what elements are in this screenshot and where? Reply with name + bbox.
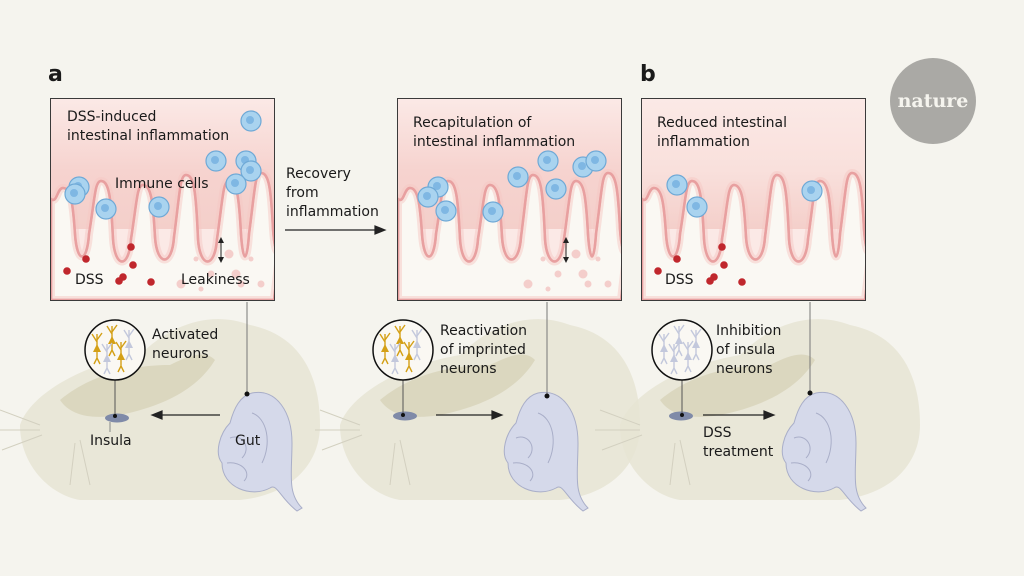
leak-particle — [176, 279, 186, 289]
dss-particle — [654, 267, 662, 275]
dss-particle — [147, 278, 155, 286]
dss-particle — [718, 243, 726, 251]
leak-particle — [595, 256, 601, 262]
inactive-neuron — [101, 342, 113, 375]
dss-particle — [673, 255, 681, 263]
inactive-neuron — [658, 332, 670, 365]
active-neuron — [115, 340, 127, 373]
dss-label-3: DSS — [665, 272, 694, 288]
gut-label: Gut — [235, 433, 261, 449]
inflammation-box-1: DSS-induced intestinal inflammation Immu… — [50, 98, 275, 301]
inactive-neuron — [673, 324, 685, 357]
insula-icon-2 — [393, 411, 417, 421]
tissue-illustration-2 — [398, 99, 621, 300]
active-neuron — [91, 332, 103, 365]
dss-particle — [115, 277, 123, 285]
inactive-neuron — [389, 342, 401, 375]
leakiness-label: Leakiness — [181, 272, 250, 288]
dss-particle — [706, 277, 714, 285]
leak-particle — [540, 256, 546, 262]
tissue-illustration-3 — [642, 99, 865, 300]
dss-particle — [738, 278, 746, 286]
leak-particle — [578, 269, 588, 279]
inflammation-box-2: Recapitulation of intestinal inflammatio… — [397, 98, 622, 301]
leak-particle — [224, 249, 234, 259]
panel-b-letter: b — [640, 62, 656, 87]
immune-cells-label: Immune cells — [115, 176, 209, 192]
leak-particle — [231, 269, 241, 279]
active-neuron — [106, 324, 118, 357]
tissue-illustration-1 — [51, 99, 274, 300]
box3-title: Reduced intestinal inflammation — [657, 115, 787, 150]
inactive-neuron — [123, 328, 135, 361]
dss-particle — [720, 261, 728, 269]
active-neuron — [379, 332, 391, 365]
activated-neurons-label: Activated neurons — [152, 327, 219, 362]
inhibition-label: Inhibition of insula neurons — [716, 323, 782, 377]
dss-particle — [127, 243, 135, 251]
leak-particle — [198, 286, 204, 292]
active-neuron — [394, 324, 406, 357]
leak-particle — [193, 256, 199, 262]
leak-particle — [571, 249, 581, 259]
leak-particle — [584, 280, 592, 288]
inactive-neuron — [411, 328, 423, 361]
leak-particle — [554, 270, 562, 278]
reactivation-label: Reactivation of imprinted neurons — [440, 323, 528, 377]
box1-title: DSS-induced intestinal inflammation — [67, 109, 230, 144]
leak-particle — [237, 280, 245, 288]
dss-particle — [63, 267, 71, 275]
insula-icon-1 — [105, 413, 129, 423]
leak-particle — [257, 280, 265, 288]
inactive-neuron — [690, 328, 702, 361]
leak-particle — [545, 286, 551, 292]
inflammation-box-3: Reduced intestinal inflammation DSS — [641, 98, 866, 301]
box2-title: Recapitulation of intestinal inflammatio… — [413, 115, 576, 150]
dss-particle — [82, 255, 90, 263]
dss-treatment-label: DSS treatment — [703, 425, 774, 460]
inactive-neuron — [668, 342, 680, 375]
panel-a-letter: a — [48, 62, 63, 87]
nature-logo: nature — [890, 58, 976, 144]
leak-particle — [248, 256, 254, 262]
insula-label: Insula — [90, 433, 132, 449]
dss-label-1: DSS — [75, 272, 104, 288]
nature-logo-text: nature — [897, 90, 969, 112]
active-neuron — [403, 340, 415, 373]
inactive-neuron — [682, 340, 694, 373]
dss-particle — [129, 261, 137, 269]
recovery-label: Recovery from inflammation — [286, 166, 379, 220]
leak-particle — [604, 280, 612, 288]
leak-particle — [523, 279, 533, 289]
leak-particle — [207, 270, 215, 278]
